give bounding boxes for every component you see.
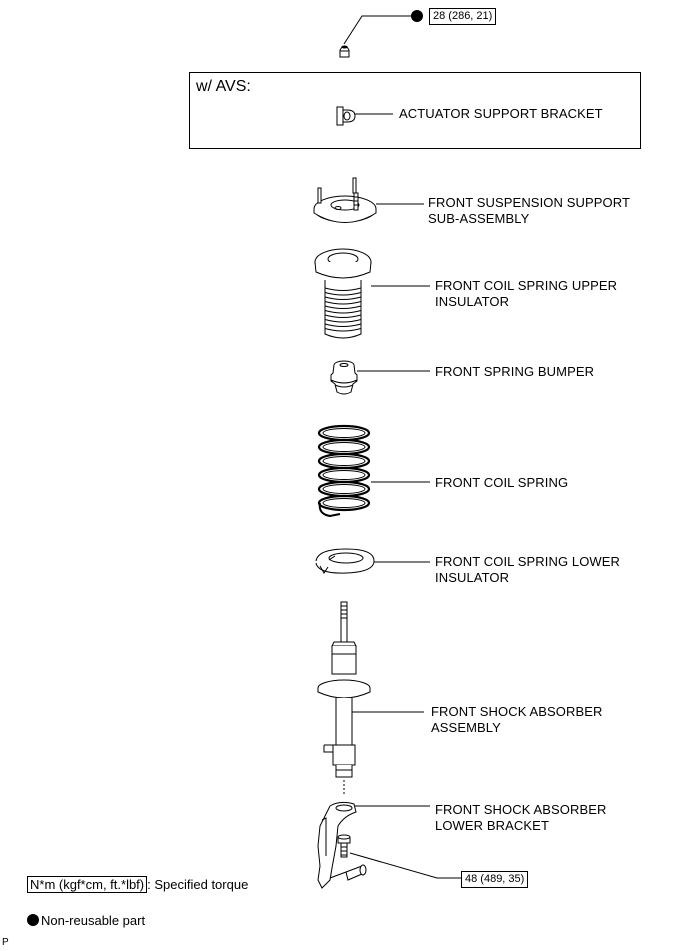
coil-spring-label: FRONT COIL SPRING xyxy=(435,475,569,490)
top-nut-leader xyxy=(343,15,412,45)
upper-insulator-icon xyxy=(314,248,372,339)
lower-bracket-label-line1: FRONT SHOCK ABSORBER xyxy=(435,802,607,817)
avs-frame: w/ AVS: xyxy=(189,72,641,149)
lower-insulator-label-line2: INSULATOR xyxy=(435,570,510,585)
torque-value-bottom: 48 (489, 35) xyxy=(461,871,529,888)
legend-torque-desc: : Specified torque xyxy=(147,877,249,892)
coil-spring-icon xyxy=(317,424,371,518)
shock-absorber-label-line2: ASSEMBLY xyxy=(431,720,501,735)
actuator-support-bracket-label: ACTUATOR SUPPORT BRACKET xyxy=(399,106,603,121)
spring-bumper-icon xyxy=(330,360,358,395)
spring-bumper-label: FRONT SPRING BUMPER xyxy=(435,364,595,379)
top-nonreusable-dot-icon xyxy=(411,10,423,22)
support-label-line2: SUB-ASSEMBLY xyxy=(428,211,530,226)
torque-value-top: 28 (286, 21) xyxy=(429,8,497,25)
lower-bolt-leader xyxy=(349,852,461,879)
legend-torque: N*m (kgf*cm, ft.*lbf): Specified torque xyxy=(27,876,249,893)
top-nut-icon xyxy=(339,45,350,58)
suspension-support-icon xyxy=(313,177,377,223)
support-label-line1: FRONT SUSPENSION SUPPORT xyxy=(428,195,631,210)
legend-nonreusable-text: Non-reusable part xyxy=(41,913,146,928)
actuator-support-bracket-icon xyxy=(336,106,362,126)
shock-absorber-icon xyxy=(317,601,371,796)
upper-insulator-label-line1: FRONT COIL SPRING UPPER xyxy=(435,278,618,293)
upper-insulator-bellows-icon xyxy=(324,287,362,332)
lower-insulator-icon xyxy=(315,548,375,574)
upper-insulator-label-line2: INSULATOR xyxy=(435,294,510,309)
corner-mark: P xyxy=(2,937,9,948)
legend-torque-unit: N*m (kgf*cm, ft.*lbf) xyxy=(27,876,148,893)
lower-bracket-label-line2: LOWER BRACKET xyxy=(435,818,549,833)
nonreusable-dot-icon xyxy=(27,914,39,926)
avs-title: w/ AVS: xyxy=(196,78,251,95)
shock-absorber-label-line1: FRONT SHOCK ABSORBER xyxy=(431,704,603,719)
legend-nonreusable: Non-reusable part xyxy=(27,913,145,929)
lower-insulator-label-line1: FRONT COIL SPRING LOWER xyxy=(435,554,621,569)
lower-bracket-icon xyxy=(317,801,367,889)
lower-bolt-icon xyxy=(337,834,351,858)
